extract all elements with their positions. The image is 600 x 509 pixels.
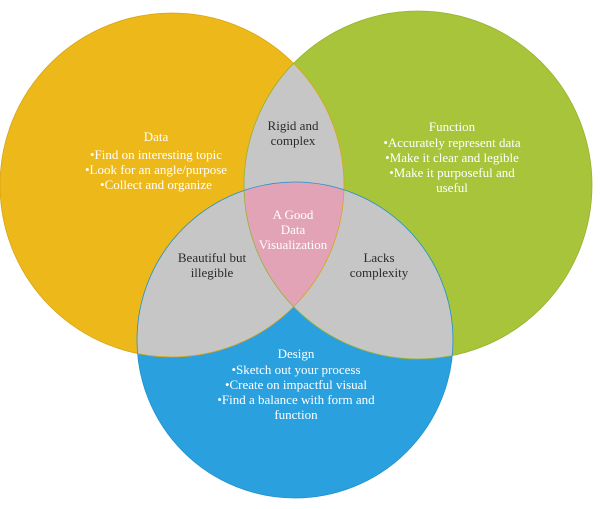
design-set-label: Design •Sketch out your process •Create … [217, 346, 375, 422]
data-function-label: Rigid and complex [268, 118, 319, 148]
data-title: Data [144, 129, 169, 144]
center-line: Visualization [259, 237, 328, 252]
intersection-line: complex [271, 133, 316, 148]
data-item: •Look for an angle/purpose [85, 162, 227, 177]
function-set-label: Function •Accurately represent data •Mak… [383, 119, 521, 195]
intersection-line: illegible [191, 265, 234, 280]
intersection-line: Rigid and [268, 118, 319, 133]
design-outline [136, 181, 454, 499]
data-item: •Find on interesting topic [90, 147, 222, 162]
design-item: function [274, 407, 318, 422]
function-design-label: Lacks complexity [350, 250, 409, 280]
function-item: •Accurately represent data [383, 135, 521, 150]
center-line: Data [281, 222, 306, 237]
intersection-line: Beautiful but [178, 250, 247, 265]
center-line: A Good [273, 207, 314, 222]
design-item: •Find a balance with form and [217, 392, 375, 407]
function-title: Function [429, 119, 476, 134]
data-outline [0, 12, 345, 358]
center-label: A Good Data Visualization [259, 207, 328, 252]
intersection-line: Lacks [363, 250, 394, 265]
function-outline [243, 10, 593, 360]
data-design-label: Beautiful but illegible [178, 250, 247, 280]
design-title: Design [278, 346, 315, 361]
design-item: •Create on impactful visual [225, 377, 367, 392]
function-item: useful [436, 180, 468, 195]
data-set-label: Data •Find on interesting topic •Look fo… [85, 129, 227, 192]
function-item: •Make it purposeful and [389, 165, 515, 180]
design-item: •Sketch out your process [231, 362, 360, 377]
function-item: •Make it clear and legible [385, 150, 519, 165]
intersection-line: complexity [350, 265, 409, 280]
data-item: •Collect and organize [100, 177, 212, 192]
